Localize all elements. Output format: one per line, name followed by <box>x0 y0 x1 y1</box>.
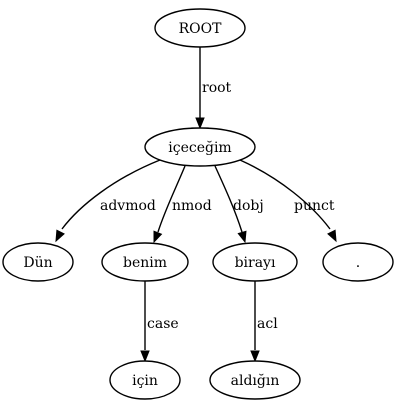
edges-layer: root advmod nmod dobj punct case acl <box>55 47 337 363</box>
edge-label-case: case <box>147 316 179 332</box>
arrowhead-icon <box>195 117 205 130</box>
edge-label-root: root <box>202 80 232 96</box>
node-root: ROOT <box>154 8 246 48</box>
edge-label-nmod: nmod <box>172 198 212 214</box>
node-ellipse <box>322 242 394 282</box>
node-dun: Dün <box>2 242 74 282</box>
edge-root-to-icecegim: root <box>195 47 232 130</box>
edge-benim-to-icin: case <box>140 281 179 363</box>
node-label: için <box>132 373 158 389</box>
node-aldigin: aldığın <box>209 360 301 400</box>
node-ellipse <box>212 242 298 282</box>
edge-icecegim-to-benim: nmod <box>153 165 212 244</box>
node-label: ROOT <box>179 21 222 37</box>
node-icin: için <box>109 360 181 400</box>
node-ellipse <box>2 242 74 282</box>
node-birayi: birayı <box>212 242 298 282</box>
edge-label-acl: acl <box>257 316 278 332</box>
node-benim: benim <box>101 242 189 282</box>
node-dot: . <box>322 242 394 282</box>
node-ellipse <box>109 360 181 400</box>
edge-birayi-to-aldigin: acl <box>250 281 278 363</box>
edge-label-punct: punct <box>294 198 335 214</box>
arrowhead-icon <box>140 350 150 363</box>
node-icecegim: içeceğim <box>144 127 256 167</box>
node-label: . <box>356 255 360 271</box>
node-label: içeceğim <box>168 140 231 156</box>
node-label: benim <box>123 255 167 271</box>
edge-line <box>214 165 243 233</box>
edge-icecegim-to-dot: punct <box>239 159 337 243</box>
node-label: birayı <box>235 255 276 271</box>
arrowhead-icon <box>153 230 163 244</box>
arrowhead-icon <box>250 350 260 363</box>
node-label: aldığın <box>231 373 280 389</box>
edge-icecegim-to-dun: advmod <box>55 159 161 243</box>
edge-label-dobj: dobj <box>233 198 264 214</box>
edge-line <box>61 159 161 230</box>
edge-icecegim-to-birayi: dobj <box>214 165 264 244</box>
arrowhead-icon <box>55 229 65 243</box>
node-ellipse <box>101 242 189 282</box>
edge-label-advmod: advmod <box>100 198 156 214</box>
node-label: Dün <box>23 255 52 271</box>
arrowhead-icon <box>237 230 247 244</box>
arrowhead-icon <box>327 229 337 243</box>
edge-line <box>239 159 331 230</box>
edge-line <box>157 165 186 233</box>
node-ellipse <box>209 360 301 400</box>
node-ellipse <box>144 127 256 167</box>
node-ellipse <box>154 8 246 48</box>
